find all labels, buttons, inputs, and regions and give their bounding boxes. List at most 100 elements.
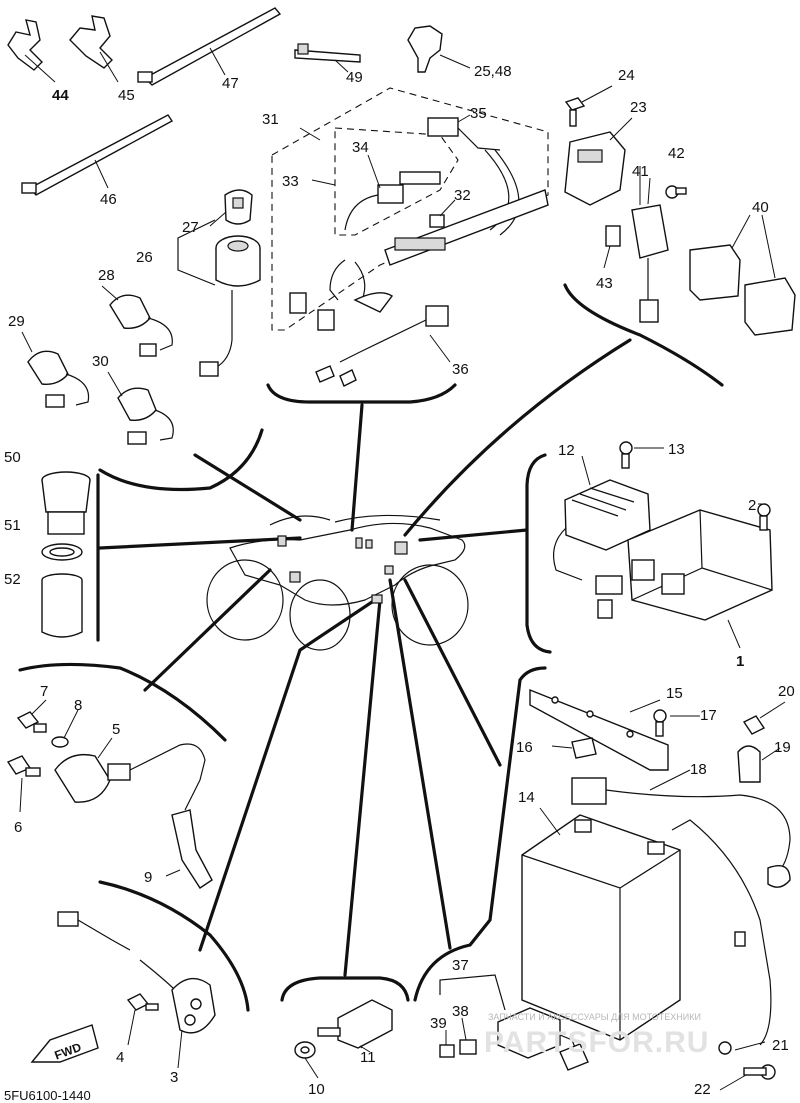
part-50-socket (41, 471, 91, 535)
part-26-switch (177, 219, 261, 377)
callout-13: 13 (668, 441, 685, 458)
leader-top-middle (350, 403, 364, 532)
part-46-cable-tie (21, 114, 174, 196)
callout-41: 41 (632, 163, 649, 180)
part-19-cover (737, 745, 761, 783)
group-outlines (18, 283, 724, 1012)
part-21-cable (671, 819, 772, 1055)
group-outline-top-left (98, 428, 264, 492)
callout-26: 26 (136, 249, 153, 266)
leader-top-right (403, 338, 632, 537)
callout-35: 35 (470, 105, 487, 122)
callout-9: 9 (144, 869, 152, 886)
group-outline-right-mid (525, 453, 552, 654)
callout-8: 8 (74, 697, 82, 714)
part-37-unit (439, 974, 589, 1071)
callout-51: 51 (4, 517, 21, 534)
callout-39: 39 (430, 1015, 447, 1032)
callout-46: 46 (100, 191, 117, 208)
part-36-connector (315, 305, 451, 387)
part-47-cable-tie (137, 7, 282, 86)
part-39-connector (439, 1044, 455, 1058)
callout-15: 15 (666, 685, 683, 702)
diagram-code: 5FU6100-1440 (4, 1088, 91, 1103)
part-6-bolt (6, 755, 41, 777)
callout-38: 38 (452, 1003, 469, 1020)
part-40-relays (689, 214, 796, 336)
callout-28: 28 (98, 267, 115, 284)
part-41-sensor (631, 177, 669, 323)
part-30-cap (117, 387, 174, 445)
leader-right (418, 528, 529, 542)
part-43-clip (605, 225, 621, 247)
callout-18: 18 (690, 761, 707, 778)
callouts: 44 45 47 49 25,48 24 23 31 35 46 34 33 4… (4, 63, 795, 1098)
part-18-cable (571, 777, 791, 888)
callout-40: 40 (752, 199, 769, 216)
group-outline-bottom-mid (280, 976, 410, 1002)
callout-42: 42 (668, 145, 685, 162)
group-outline-top-middle (266, 383, 457, 404)
callout-50: 50 (4, 449, 21, 466)
watermark-logo: PARTSFOR.RU (484, 1026, 709, 1059)
part-42-screw (665, 185, 687, 199)
callout-30: 30 (92, 353, 109, 370)
callout-1: 1 (736, 653, 744, 670)
callout-11: 11 (360, 1049, 376, 1066)
part-49-band (294, 43, 361, 73)
leader-bottom-mid2 (388, 578, 452, 950)
callout-10: 10 (308, 1081, 325, 1098)
part-24-bolt (564, 85, 613, 127)
callout-3: 3 (170, 1069, 178, 1086)
part-14-battery (521, 814, 681, 1041)
part-20-rivet (742, 715, 766, 735)
part-28-cap (109, 294, 173, 357)
callout-24: 24 (618, 67, 635, 84)
part-25-48-holder (407, 25, 471, 73)
part-4-bolt (126, 993, 159, 1046)
fwd-arrow (30, 1024, 99, 1063)
part-9-plug-cap (165, 779, 213, 889)
part-52-cover (41, 573, 83, 638)
callout-5: 5 (112, 721, 120, 738)
callout-23: 23 (630, 99, 647, 116)
leader-top-left (193, 453, 302, 522)
callout-31: 31 (262, 111, 279, 128)
callout-43: 43 (596, 275, 613, 292)
callout-47: 47 (222, 75, 239, 92)
part-23-relay (564, 117, 633, 206)
callout-37: 37 (452, 957, 469, 974)
part-16-nut (571, 737, 597, 759)
part-29-cap (27, 350, 90, 408)
leader-bottom-left (198, 598, 377, 952)
leader-left (98, 536, 302, 550)
callout-32: 32 (454, 187, 471, 204)
callout-44: 44 (52, 87, 69, 104)
group-outline-bottom-left (98, 880, 250, 1012)
part-12-rectifier (553, 479, 651, 619)
callout-34: 34 (352, 139, 369, 156)
callout-16: 16 (516, 739, 533, 756)
part-31-harness-group (271, 87, 549, 331)
group-outline-mid-left (18, 662, 227, 742)
part-8-washer (51, 736, 69, 748)
label-leaders (19, 114, 786, 1091)
callout-12: 12 (558, 442, 575, 459)
part-27-cap (224, 189, 253, 225)
part-44-clamp (7, 19, 56, 83)
callout-2: 2 (748, 497, 756, 514)
atv-outline (206, 514, 469, 651)
callout-36: 36 (452, 361, 469, 378)
callout-21: 21 (772, 1037, 789, 1054)
part-1-cdi-unit (627, 509, 773, 649)
callout-29: 29 (8, 313, 25, 330)
part-10-washer (294, 1041, 316, 1059)
callout-19: 19 (774, 739, 791, 756)
part-22-bolt (743, 1064, 776, 1080)
part-38-connector (459, 1039, 477, 1055)
callout-25-48: 25,48 (474, 63, 512, 80)
callout-14: 14 (518, 789, 535, 806)
part-15-bracket (529, 688, 669, 771)
callout-17: 17 (700, 707, 717, 724)
